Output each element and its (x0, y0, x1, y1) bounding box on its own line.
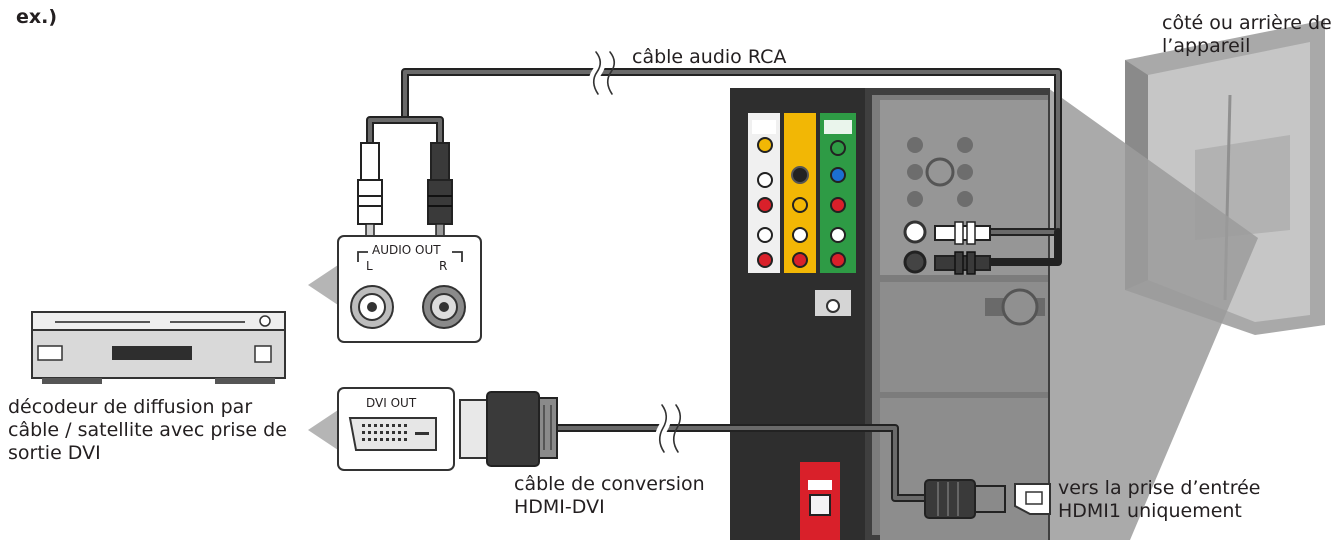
panel-jack (957, 191, 973, 207)
panel-jack (907, 137, 923, 153)
rca-plug-black (427, 142, 453, 241)
panel-audio-in-white (903, 220, 927, 244)
dvi-out-panel (308, 387, 455, 471)
conversion-cable-label: câble de conversion HDMI-DVI (514, 473, 705, 519)
dvi-out-label: DVI OUT (366, 396, 417, 410)
panel-audio-in-red (903, 250, 927, 274)
rca-audio-cable (366, 47, 1062, 266)
decoder-label-line: sortie DVI (8, 442, 101, 464)
rca-cable-label: câble audio RCA (632, 46, 787, 68)
rca-plug-white (357, 142, 383, 241)
device-side-label: côté ou arrière de l’appareil (1162, 12, 1332, 58)
device-side-label-line: l’appareil (1162, 35, 1251, 57)
panel-jack (925, 157, 955, 187)
example-label: ex.) (16, 6, 58, 28)
set-top-box (31, 311, 286, 384)
conversion-cable-label-line: câble de conversion (514, 473, 705, 495)
panel-jack (957, 137, 973, 153)
audio-out-right-label: R (439, 259, 448, 273)
hdmi-dvi-cable (551, 400, 934, 502)
decoder-label-line: décodeur de diffusion par (8, 396, 253, 418)
decoder-label-line: câble / satellite avec prise de (8, 419, 287, 441)
panel-jack (907, 164, 923, 180)
conversion-cable-label-line: HDMI-DVI (514, 496, 605, 518)
rear-input-panel (730, 88, 1050, 540)
dvi-plug (459, 391, 558, 467)
zoom-wedge (1048, 88, 1258, 540)
rca-plug-white-tv (934, 221, 991, 245)
hdmi-input-label-line: vers la prise d’entrée (1058, 477, 1261, 499)
audio-out-label: AUDIO OUT (372, 243, 441, 257)
hdmi-input-label-line: HDMI1 uniquement (1058, 500, 1242, 522)
device-side-label-line: côté ou arrière de (1162, 12, 1332, 34)
hdmi-plug (924, 479, 1051, 519)
hdmi-input-label: vers la prise d’entrée HDMI1 uniquement (1058, 477, 1260, 523)
audio-out-left-label: L (366, 259, 373, 273)
rca-plug-black-tv (934, 251, 991, 275)
panel-jack (957, 164, 973, 180)
panel-jack (907, 191, 923, 207)
audio-out-panel (308, 235, 482, 343)
decoder-label: décodeur de diffusion par câble / satell… (8, 396, 287, 465)
